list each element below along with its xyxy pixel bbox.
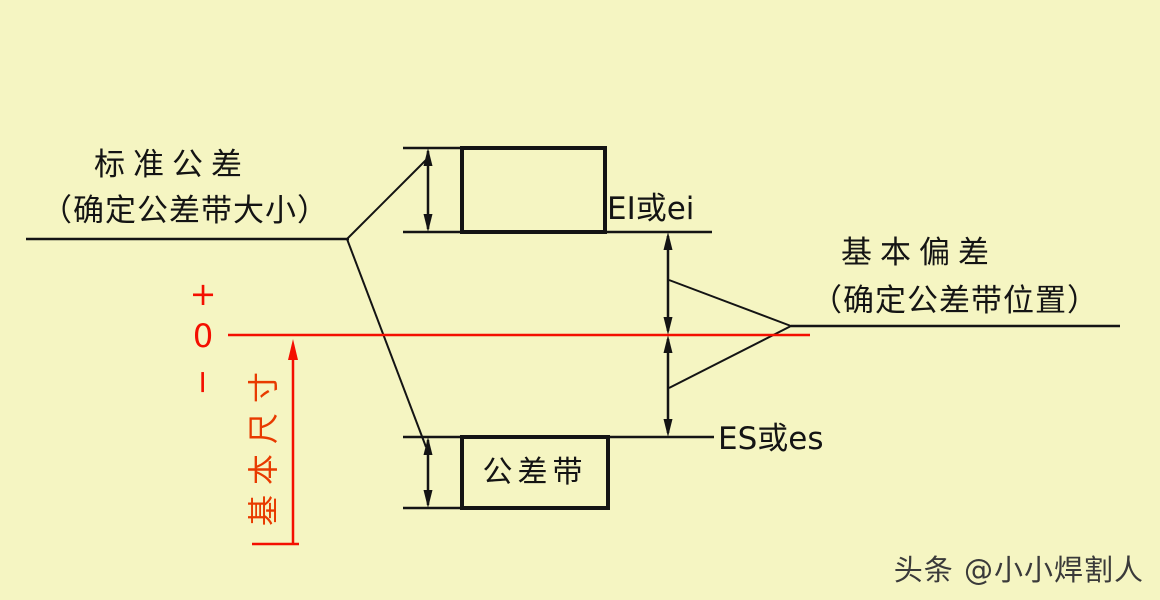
- tolerance-zone-label: 公差带: [482, 454, 588, 490]
- basic-deviation-note: （确定公差带位置）: [811, 283, 1099, 319]
- minus-glyph: −: [184, 368, 222, 396]
- ei-label: EI或ei: [607, 191, 695, 227]
- upper-tolerance-zone-box: [460, 146, 607, 234]
- leader-line-lower-right: [668, 325, 792, 389]
- arrowhead-up: [663, 335, 673, 353]
- watermark: 头条 @小小焊割人: [893, 553, 1144, 587]
- arrowhead-down: [423, 214, 433, 232]
- zero-sign: 0: [192, 317, 214, 355]
- basic-size-label: 基本尺寸: [246, 362, 283, 526]
- leader-line-upper-right: [668, 279, 792, 327]
- arrowhead-down: [663, 317, 673, 335]
- standard-tolerance-note: （确定公差带大小）: [41, 193, 329, 229]
- arrowhead-up: [663, 232, 673, 250]
- arrowhead-up: [423, 148, 433, 166]
- arrowhead-up: [423, 437, 433, 455]
- plus-sign: +: [189, 275, 217, 313]
- minus-sign: −: [184, 366, 222, 398]
- standard-tolerance-label: 标准公差: [94, 147, 250, 183]
- leader-line-lower-left: [346, 238, 427, 448]
- basic-deviation-label: 基本偏差: [841, 235, 997, 271]
- arrowhead-down: [423, 490, 433, 508]
- es-label: ES或es: [718, 421, 824, 457]
- lower-tolerance-zone-box: [460, 435, 610, 510]
- arrowhead-up: [288, 339, 298, 360]
- arrowhead-down: [663, 419, 673, 437]
- leader-line-upper-left: [346, 159, 427, 240]
